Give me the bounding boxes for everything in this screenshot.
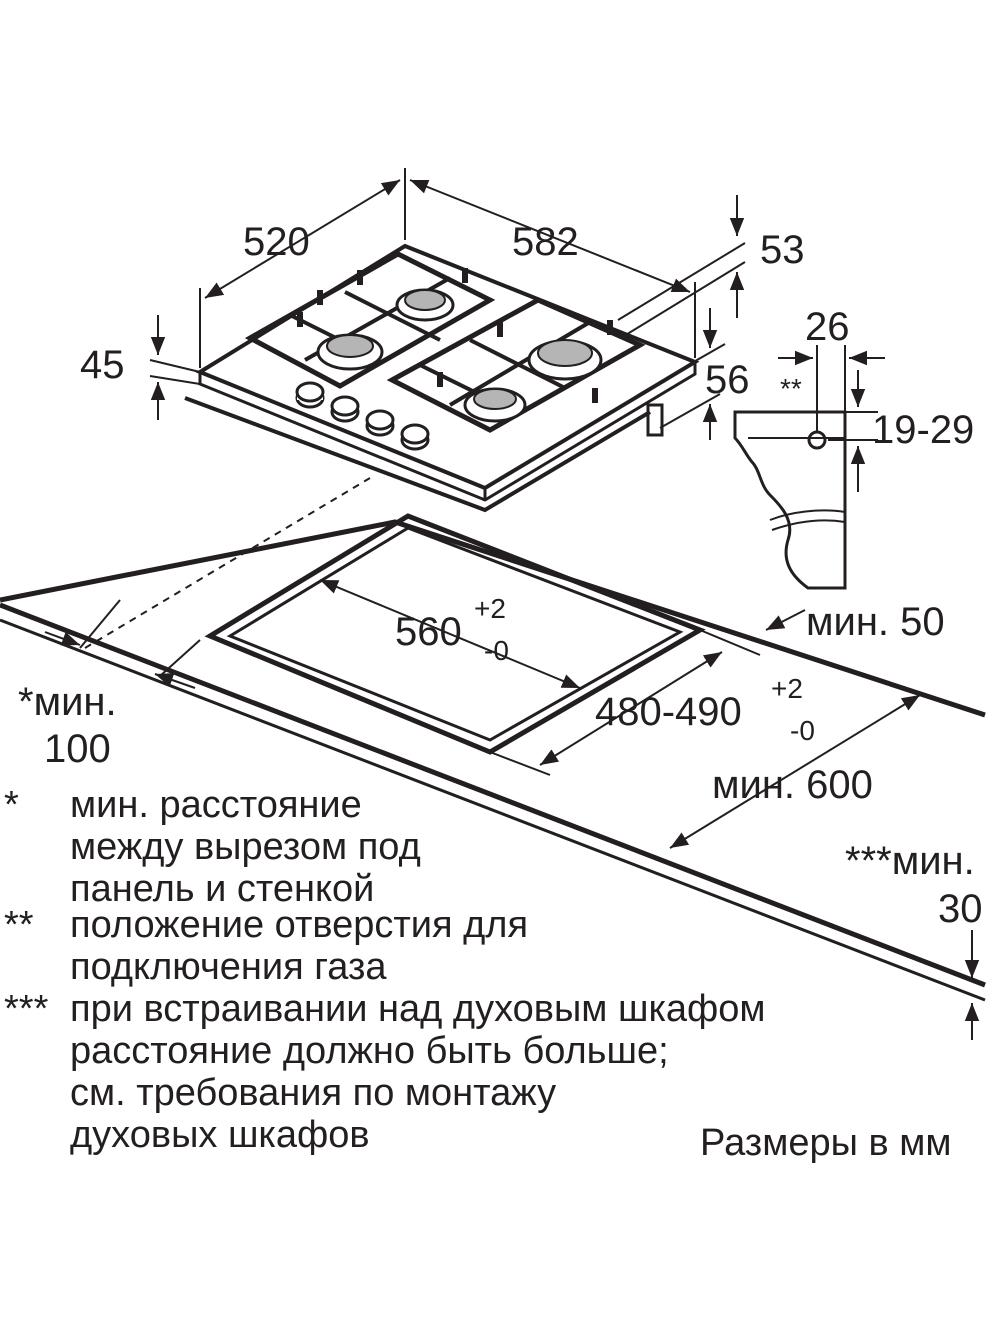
dim-19-29: 19-29	[872, 408, 974, 452]
footnote-1-line-2: между вырезом под	[70, 826, 421, 868]
dim-560-minus: -0	[484, 635, 509, 666]
footnote-3-line-1: при встраивании над духовым шкафом	[70, 988, 766, 1030]
dim-560-plus: +2	[474, 593, 506, 624]
cooktop-top-plate	[195, 243, 700, 491]
burner-back-left	[395, 288, 455, 322]
dim-45: 45	[80, 343, 125, 387]
dim-560: 560	[395, 610, 462, 654]
footnote-2-line-2: подключения газа	[70, 946, 387, 988]
cooktop-leg	[646, 403, 664, 437]
dim-min-100-value: 100	[44, 727, 111, 771]
footnote-3-line-4: духовых шкафов	[70, 1114, 370, 1156]
footnote-3-line-2: расстояние должно быть больше;	[70, 1030, 669, 1072]
side-profile-outline	[733, 410, 847, 590]
control-knobs	[295, 381, 430, 451]
dim-min-100-label: *мин.	[18, 680, 117, 724]
countertop-dimensions	[44, 579, 980, 1040]
dim-min-50: мин. 50	[806, 600, 945, 644]
grate-right	[386, 297, 646, 433]
burner-front-left	[316, 333, 384, 371]
dim-26: 26	[805, 305, 850, 349]
knob-3	[365, 409, 395, 437]
dim-480-490-plus: +2	[771, 673, 803, 704]
cooktop	[184, 243, 700, 513]
footnote-3-line-3: см. требования по монтажу	[70, 1072, 557, 1114]
dim-53: 53	[760, 228, 805, 272]
footnote-2-line-1: положение отверстия для	[70, 904, 529, 946]
footnote-mark-1: *	[4, 784, 19, 826]
knob-1	[295, 381, 325, 409]
dim-56: 56	[705, 358, 750, 402]
burner-back-right	[527, 339, 603, 381]
units-caption: Размеры в мм	[700, 1122, 952, 1164]
dim-double-star: **	[780, 373, 802, 404]
dim-582: 582	[512, 220, 579, 264]
footnote-mark-2: **	[4, 904, 34, 946]
dim-480-490-minus: -0	[790, 715, 815, 746]
dim-480-490: 480-490	[595, 690, 742, 734]
dimension-lines	[84, 168, 746, 649]
burners	[316, 288, 603, 423]
footnote-1-line-1: мин. расстояние	[70, 784, 362, 826]
dim-min-30-value: 30	[938, 887, 983, 931]
footnote-1-line-3: панель и стенкой	[70, 868, 375, 910]
cutout-inner	[226, 526, 684, 742]
cooktop-base	[184, 396, 652, 513]
dim-min-30-label: ***мин.	[845, 839, 975, 883]
knob-2	[330, 395, 360, 423]
dim-520: 520	[243, 220, 310, 264]
side-profile	[733, 345, 885, 590]
countertop-front-edge	[0, 602, 986, 988]
knob-4	[400, 423, 430, 451]
burner-front-right	[463, 387, 527, 423]
dim-min-600: мин. 600	[712, 763, 873, 807]
footnote-mark-3: ***	[4, 988, 49, 1030]
